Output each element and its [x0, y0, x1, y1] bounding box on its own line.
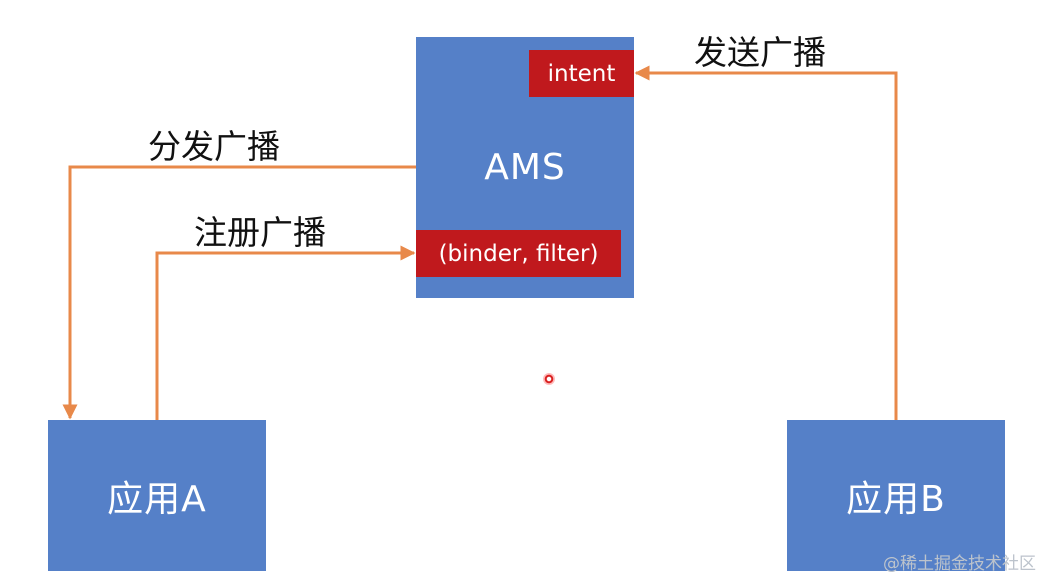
intent-tag: intent [529, 50, 634, 97]
cursor-indicator [543, 373, 555, 385]
app-b-label: 应用B [846, 478, 946, 520]
watermark: @稀土掘金技术社区 [883, 554, 1036, 574]
app-a-box: 应用A [48, 420, 266, 571]
send-broadcast-label: 发送广播 [694, 33, 826, 72]
arrow-send-broadcast [634, 65, 898, 420]
ams-label: AMS [484, 147, 566, 188]
dispatch-broadcast-label: 分发广播 [148, 127, 280, 166]
arrow-register-broadcast [155, 245, 416, 420]
arrow-dispatch-broadcast [62, 165, 416, 420]
register-broadcast-label: 注册广播 [194, 213, 326, 252]
app-b-box: 应用B [787, 420, 1005, 571]
binder-filter-tag: (binder, filter) [416, 230, 621, 277]
app-a-label: 应用A [107, 478, 207, 520]
